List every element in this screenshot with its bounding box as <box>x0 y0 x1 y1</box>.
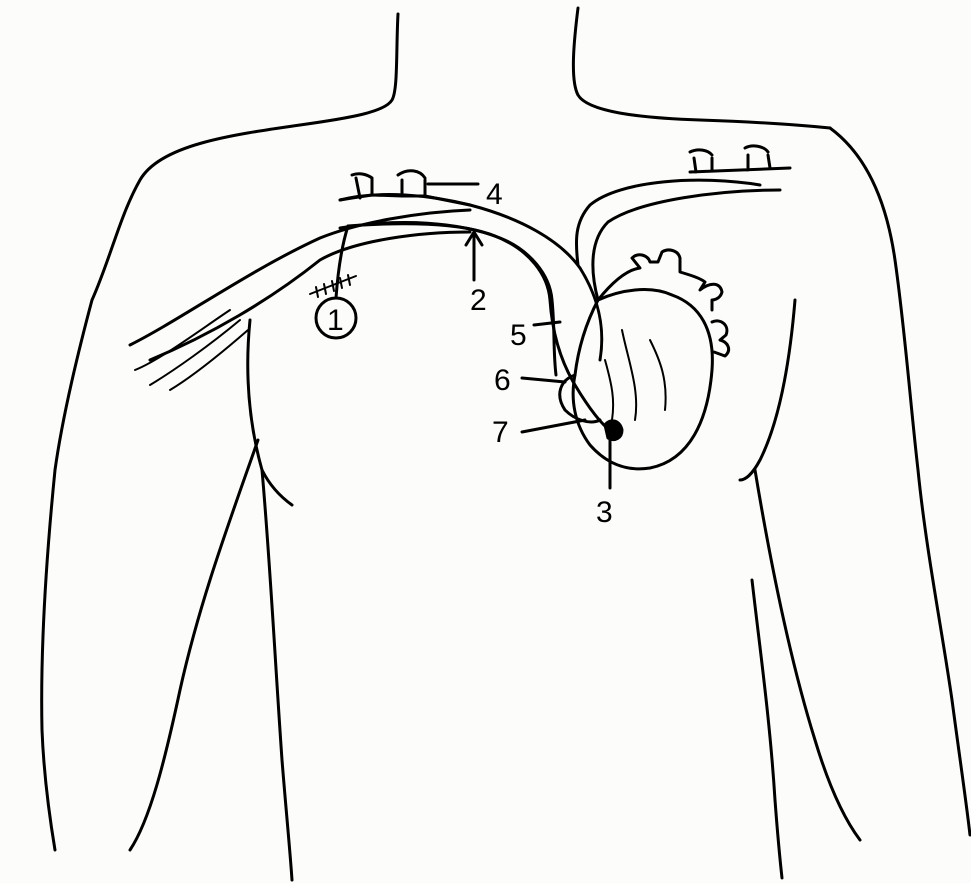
label-6-pointer-line <box>522 378 565 382</box>
right-shoulder-outline <box>830 128 970 835</box>
left-axillary-vessel-upper <box>130 210 470 345</box>
right-torso-side-line <box>752 580 782 878</box>
heart-surface-vessel-3 <box>605 360 613 420</box>
label-7-pointer-line <box>522 420 585 432</box>
left-arm-vessel-branch-3 <box>170 330 248 390</box>
right-vessel-stubs <box>690 146 790 172</box>
left-arm-vessel-branch-2 <box>150 320 240 385</box>
right-armpit-curve <box>740 300 795 480</box>
upper-vessel-stub-right <box>398 171 425 196</box>
label-5: 5 <box>510 319 527 352</box>
neck-right-outline <box>573 8 830 128</box>
incision-suture-line <box>310 275 356 297</box>
lead-tip-electrode <box>605 421 622 440</box>
heart-surface-vessel-2 <box>650 340 666 410</box>
left-armpit-curve <box>248 320 292 505</box>
aortic-arch-vessels <box>598 250 722 310</box>
left-torso-side-line <box>262 470 292 880</box>
left-axillary-vessel-lower <box>150 232 470 360</box>
label-2: 2 <box>470 284 487 317</box>
label-4: 4 <box>486 178 503 211</box>
brachiocephalic-arch-lower <box>340 223 556 375</box>
left-shoulder-outline <box>42 125 300 850</box>
neck-left-outline <box>300 14 398 125</box>
label-5-pointer-line <box>534 322 560 325</box>
label-1: 1 <box>327 304 344 337</box>
label-7: 7 <box>492 416 509 449</box>
right-vessel-arch <box>593 190 780 300</box>
right-arm-inner-outline <box>755 470 860 840</box>
heart-surface-vessel-1 <box>622 330 636 420</box>
label-3: 3 <box>596 496 613 529</box>
label-6: 6 <box>494 364 511 397</box>
heart-outline <box>573 290 712 469</box>
pulmonary-vessel-right <box>712 321 729 356</box>
left-arm-inner-outline <box>130 440 258 850</box>
brachiocephalic-arch-upper <box>340 195 602 360</box>
upper-vessel-stub-connector <box>340 195 470 205</box>
label-2-arrow <box>466 232 482 280</box>
